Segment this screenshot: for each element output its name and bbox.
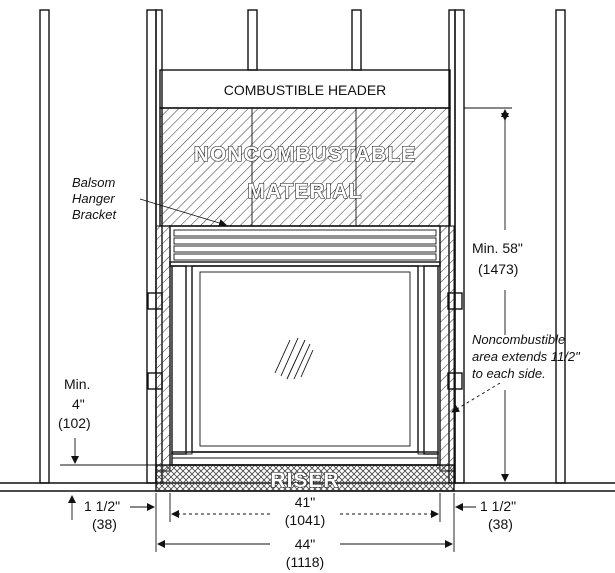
bracket-label-1: Balsom <box>72 175 116 190</box>
min-height-label-2: (1473) <box>478 261 518 277</box>
left-side-1: 1 1/2" <box>84 498 120 514</box>
outer-width-dimension: 44" (1118) <box>155 493 455 570</box>
side-note-2: area extends 11/2" <box>472 349 581 364</box>
riser-min-dimension: Min. 4" (102) <box>58 376 156 466</box>
inner-width-2: (1041) <box>285 512 325 528</box>
inner-width-dimension: 41" (1041) <box>169 493 441 528</box>
bracket-label-3: Bracket <box>72 207 117 222</box>
side-note-callout: Noncombustible area extends 11/2" to eac… <box>451 332 581 413</box>
outer-width-1: 44" <box>295 536 316 552</box>
left-side-2: (38) <box>92 516 117 532</box>
inner-width-1: 41" <box>295 494 316 510</box>
riser-min-2: 4" <box>72 396 85 412</box>
right-side-1: 1 1/2" <box>480 498 516 514</box>
side-note-1: Noncombustible <box>472 332 565 347</box>
right-side-dimension: 1 1/2" (38) <box>455 498 516 532</box>
noncombustible-sides <box>155 225 455 472</box>
riser-label: RISER <box>270 469 339 492</box>
min-height-label-1: Min. 58" <box>472 240 523 256</box>
riser-min-1: Min. <box>64 376 90 392</box>
riser: RISER <box>155 464 455 493</box>
header-label: COMBUSTIBLE HEADER <box>224 82 387 98</box>
min-height-dimension: Min. 58" (1473) <box>464 107 523 482</box>
material-label-2: MATERIAL <box>248 180 363 203</box>
glass-reflection-icon <box>274 337 314 380</box>
right-side-2: (38) <box>488 516 513 532</box>
left-side-dimension: 1 1/2" (38) <box>68 495 155 532</box>
noncombustible-panel: NONCOMBUSTABLE MATERIAL <box>159 107 451 227</box>
riser-min-3: (102) <box>58 415 91 431</box>
hanger-brackets <box>147 292 463 390</box>
fireplace-unit <box>169 225 441 466</box>
bracket-label-2: Hanger <box>72 191 115 206</box>
combustible-header: COMBUSTIBLE HEADER <box>159 69 451 109</box>
bracket-callout: Balsom Hanger Bracket <box>72 175 227 227</box>
material-label-1: NONCOMBUSTABLE <box>194 143 416 166</box>
outer-width-2: (1118) <box>286 554 324 570</box>
side-note-3: to each side. <box>472 366 546 381</box>
